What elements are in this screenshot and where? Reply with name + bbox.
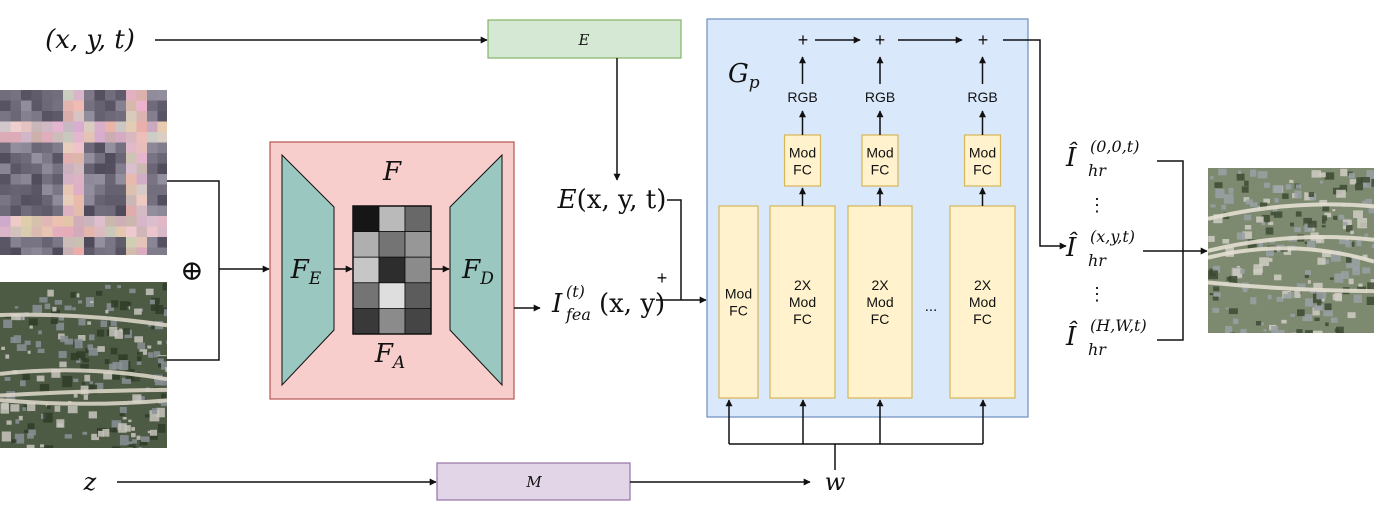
svg-text:Î: Î <box>1065 320 1078 352</box>
generator-block <box>718 205 759 399</box>
rgb-label: RGB <box>787 89 817 105</box>
rgb-label: RGB <box>865 89 895 105</box>
attention-cell <box>352 282 380 309</box>
encoder-trapezoid <box>281 153 335 387</box>
svg-text:FE: FE <box>290 255 322 289</box>
attention-cell <box>378 282 406 309</box>
svg-text:hr: hr <box>1088 340 1107 359</box>
rgb-label: RGB <box>967 89 997 105</box>
mod-fc-block <box>783 134 822 187</box>
attention-cell <box>404 256 432 284</box>
coords-input-label: (x, y, t) <box>45 25 135 55</box>
attention-cell <box>404 231 432 258</box>
svg-text:FA: FA <box>374 339 405 373</box>
encoder-label: FE <box>290 255 322 289</box>
latent-distribution-lines <box>725 399 987 470</box>
positional-encoder-box <box>487 19 682 59</box>
generator-ellipsis: ... <box>925 298 938 315</box>
attention-cell <box>352 231 380 258</box>
add-embedding-plus: + <box>657 268 668 288</box>
svg-text:I: I <box>551 289 563 319</box>
svg-text:Î: Î <box>1065 231 1078 263</box>
svg-text:Î: Î <box>1065 141 1078 173</box>
sum-node: + <box>798 30 809 50</box>
feature-network-title: F <box>382 157 402 187</box>
attention-label: FA <box>374 339 405 373</box>
attention-cell <box>378 256 406 284</box>
concat-symbol: ⊕ <box>180 254 203 287</box>
attention-cell <box>404 307 432 335</box>
output-ellipsis-bottom: ⋮ <box>1088 284 1106 304</box>
output-ellipsis-top: ⋮ <box>1088 195 1106 215</box>
high-res-output-image <box>1208 168 1374 333</box>
low-res-input-image <box>0 90 167 255</box>
mapping-network-box <box>436 462 631 501</box>
attention-map <box>352 205 432 335</box>
attention-map-border <box>352 205 432 335</box>
attention-cell <box>404 282 432 309</box>
attention-cell <box>352 205 380 233</box>
svg-text:(x, y): (x, y) <box>599 289 665 319</box>
mod-fc-block <box>861 134 899 187</box>
positional-encoder-label: E <box>578 31 590 49</box>
svg-text:Gp: Gp <box>728 59 760 93</box>
mod-fc-block <box>963 134 1002 187</box>
attention-cell <box>352 307 380 335</box>
svg-text:E(x, y, t): E(x, y, t) <box>557 185 667 215</box>
svg-text:fea: fea <box>565 305 591 324</box>
output-pixel-label: Î (x,y,t) hr <box>1065 227 1135 270</box>
svg-text:(x,y,t): (x,y,t) <box>1090 227 1135 246</box>
output-pixel-label: Î (H,W,t) hr <box>1065 316 1147 359</box>
svg-text:FD: FD <box>461 255 494 289</box>
noise-input-label: z <box>83 468 97 496</box>
latent-w-label: w <box>825 468 846 496</box>
svg-text:(0,0,t): (0,0,t) <box>1090 137 1139 156</box>
embedding-connector <box>667 199 682 300</box>
mapping-network-label: M <box>525 473 542 491</box>
sum-node: + <box>978 30 989 50</box>
decoder-label: FD <box>461 255 494 289</box>
embedding-label: E(x, y, t) <box>557 185 667 215</box>
output-pixel-label: Î (0,0,t) hr <box>1065 137 1139 180</box>
generator-block <box>769 205 836 399</box>
svg-text:hr: hr <box>1088 251 1107 270</box>
high-res-reference-image <box>0 282 167 448</box>
svg-text:(H,W,t): (H,W,t) <box>1090 316 1147 335</box>
generator-output-arrow <box>1003 39 1067 250</box>
attention-cell <box>378 205 406 233</box>
sum-node: + <box>875 30 886 50</box>
svg-text:(t): (t) <box>566 282 585 301</box>
attention-cell <box>378 307 406 335</box>
concat-bracket <box>167 180 220 361</box>
generator-label: Gp <box>728 59 760 93</box>
svg-text:hr: hr <box>1088 161 1107 180</box>
attention-cell <box>352 256 380 284</box>
feature-output-label: I (t) fea (x, y) <box>551 282 665 324</box>
decoder-trapezoid <box>449 153 503 387</box>
attention-cell <box>404 205 432 233</box>
attention-cell <box>378 231 406 258</box>
generator-block <box>949 205 1016 399</box>
